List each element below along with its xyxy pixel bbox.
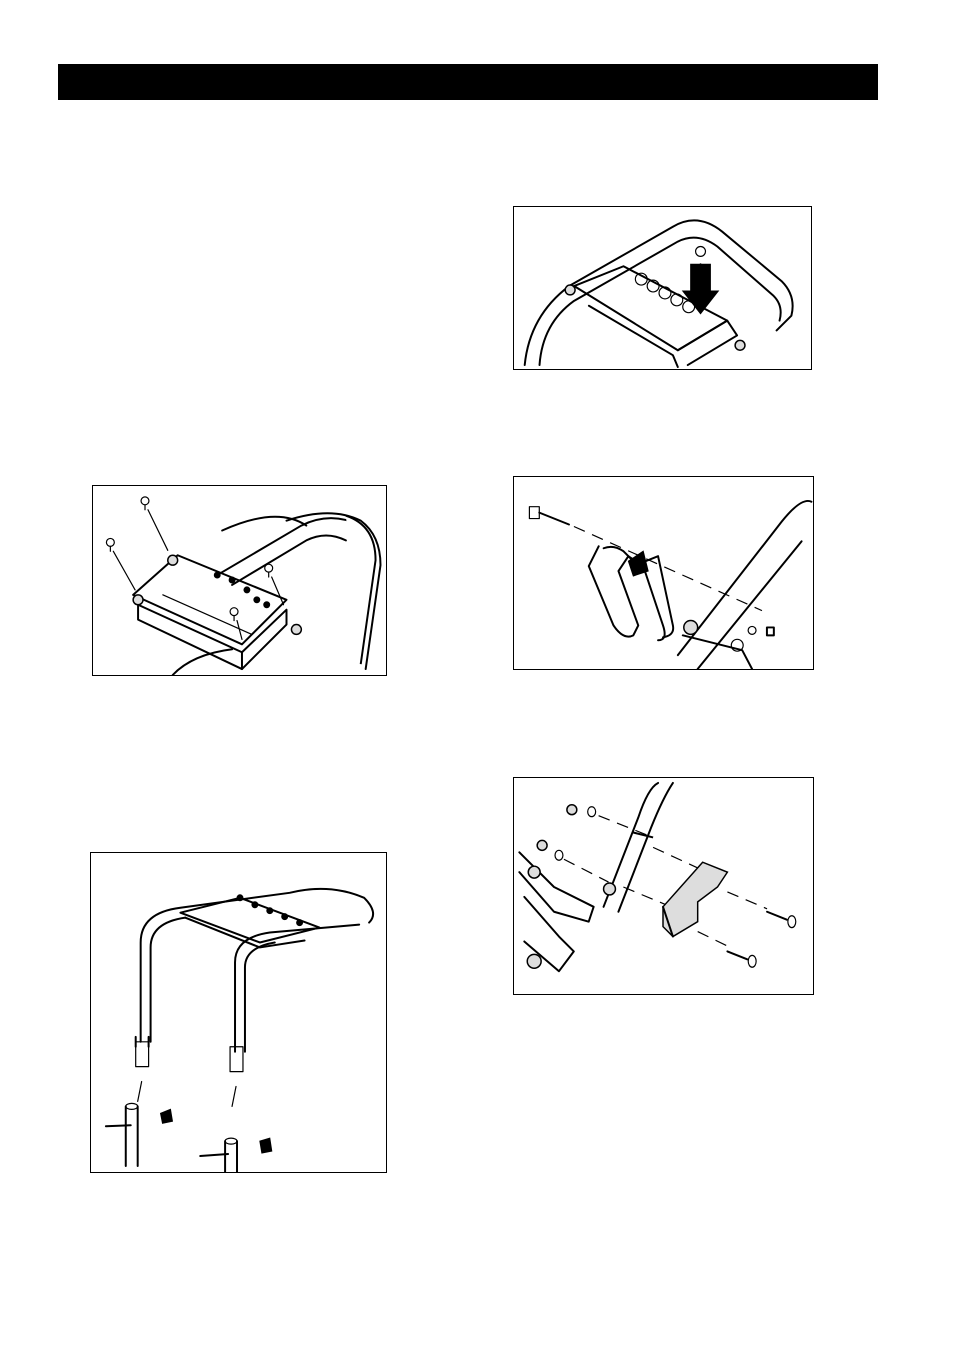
- bail-bolt-illustration: [514, 477, 813, 669]
- section-header-bar: [58, 64, 878, 100]
- bail-bolt-figure: [513, 476, 814, 670]
- upper-handle-assembly-figure: [90, 852, 387, 1173]
- panel-screw-insert-arrow-figure: [513, 206, 812, 370]
- panel-screw-insert-arrow-illustration: [514, 207, 811, 369]
- bracket-bolts-illustration: [514, 778, 813, 994]
- control-panel-screws-figure: [92, 485, 387, 676]
- control-panel-screws-illustration: [93, 486, 386, 675]
- upper-handle-assembly-illustration: [91, 853, 386, 1172]
- bracket-bolts-figure: [513, 777, 814, 995]
